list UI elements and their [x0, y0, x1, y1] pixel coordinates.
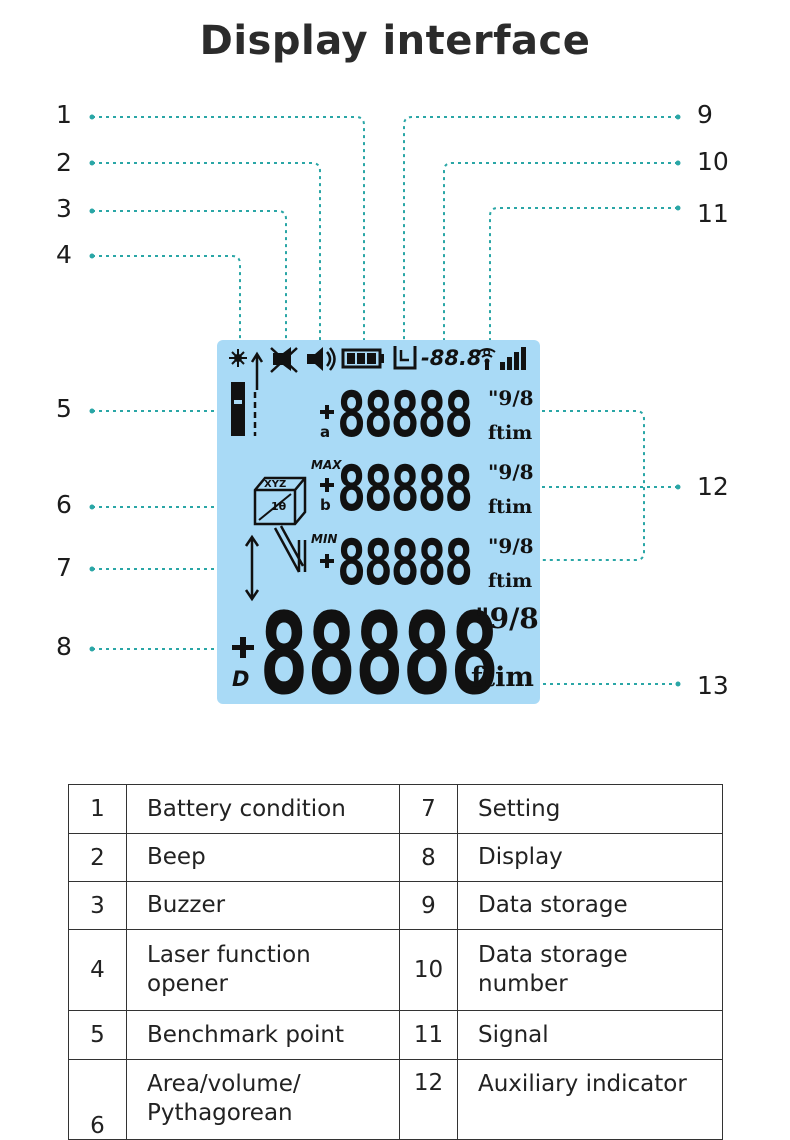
- lcd-icons: [229, 346, 526, 658]
- legend-text: Laser function opener: [126, 929, 400, 1011]
- pythagorean-icon: [273, 525, 307, 573]
- legend-number: 4: [68, 929, 127, 1011]
- benchmark-point-icon: [231, 382, 257, 436]
- legend-text: Data storage number: [457, 929, 723, 1011]
- table-row: 6 Area/volume/ Pythagorean 12 Auxiliary …: [68, 1059, 723, 1140]
- legend-number: 7: [399, 784, 458, 834]
- arrow-up-icon: [250, 351, 264, 390]
- signal-icon: [478, 347, 526, 370]
- legend-number: 8: [399, 833, 458, 882]
- legend-text: Battery condition: [126, 784, 400, 834]
- callout-13: 13: [697, 671, 729, 700]
- label-min: MIN: [311, 532, 338, 546]
- table-row: 3 Buzzer 9 Data storage: [68, 881, 723, 930]
- data-storage-icon: [393, 346, 417, 370]
- callout-12: 12: [697, 472, 729, 501]
- label-d: D: [232, 667, 250, 691]
- legend-number: 1: [68, 784, 127, 834]
- legend-text: Signal: [457, 1010, 723, 1060]
- lcd-display: -88.8° a MAX b MIN D XYZ 1θ 88888 "9/8 f…: [217, 340, 540, 720]
- callout-8: 8: [56, 632, 72, 661]
- area-volume-icon: [253, 476, 307, 526]
- label-b: b: [320, 496, 331, 514]
- legend-text: Area/volume/ Pythagorean: [126, 1059, 400, 1140]
- legend-text: Auxiliary indicator: [457, 1059, 723, 1140]
- legend-number: 5: [68, 1010, 127, 1060]
- legend-number: 11: [399, 1010, 458, 1060]
- callout-11: 11: [697, 199, 729, 228]
- reading-line-a: 88888: [337, 378, 473, 451]
- unit-bottom-b: ftim: [488, 496, 533, 518]
- table-row: 5 Benchmark point 11 Signal: [68, 1010, 723, 1060]
- reading-line-c: 88888: [337, 526, 473, 599]
- legend-text: Buzzer: [126, 881, 400, 930]
- legend-number: 3: [68, 881, 127, 930]
- main-reading: 88888: [259, 590, 500, 720]
- table-row: 2 Beep 8 Display: [68, 833, 723, 882]
- table-row: 4 Laser function opener 10 Data storage …: [68, 929, 723, 1011]
- buzzer-mute-icon: [270, 347, 298, 373]
- callout-5: 5: [56, 394, 72, 423]
- label-angle: 1θ: [271, 500, 287, 513]
- legend-table: 1 Battery condition 7 Setting 2 Beep 8 D…: [68, 784, 723, 1140]
- laser-icon: [229, 349, 247, 367]
- setting-arrow-icon: [244, 534, 260, 602]
- label-a: a: [320, 423, 331, 441]
- callout-1: 1: [56, 100, 72, 129]
- label-xyz: XYZ: [264, 479, 287, 490]
- label-max: MAX: [311, 458, 342, 472]
- small-sign-icons: [320, 405, 334, 568]
- legend-text: Beep: [126, 833, 400, 882]
- legend-number: 6: [68, 1059, 127, 1140]
- speaker-icon: [307, 347, 336, 371]
- unit-bottom-a: ftim: [488, 422, 533, 444]
- battery-icon: [341, 348, 384, 369]
- unit-bottom-main: ftim: [471, 662, 534, 693]
- legend-number: 2: [68, 833, 127, 882]
- legend-number: 10: [399, 929, 458, 1011]
- callout-9: 9: [697, 100, 713, 129]
- unit-top-c: "9/8: [488, 534, 534, 558]
- table-row: 1 Battery condition 7 Setting: [68, 784, 723, 834]
- unit-top-a: "9/8: [488, 386, 534, 410]
- reading-line-b: 88888: [337, 452, 473, 525]
- sign-icon: [232, 637, 254, 658]
- callout-10: 10: [697, 147, 729, 176]
- callout-7: 7: [56, 553, 72, 582]
- callout-6: 6: [56, 490, 72, 519]
- legend-number: 9: [399, 881, 458, 930]
- legend-text: Benchmark point: [126, 1010, 400, 1060]
- page-title: Display interface: [199, 18, 591, 64]
- temperature-readout: -88.8°: [421, 346, 493, 370]
- legend-text: Data storage: [457, 881, 723, 930]
- unit-bottom-c: ftim: [488, 570, 533, 592]
- legend-text: Setting: [457, 784, 723, 834]
- unit-top-b: "9/8: [488, 460, 534, 484]
- callout-3: 3: [56, 194, 72, 223]
- unit-top-main: "9/8: [475, 602, 539, 635]
- callout-2: 2: [56, 148, 72, 177]
- legend-text: Display: [457, 833, 723, 882]
- legend-number: 12: [399, 1059, 458, 1140]
- callout-4: 4: [56, 240, 72, 269]
